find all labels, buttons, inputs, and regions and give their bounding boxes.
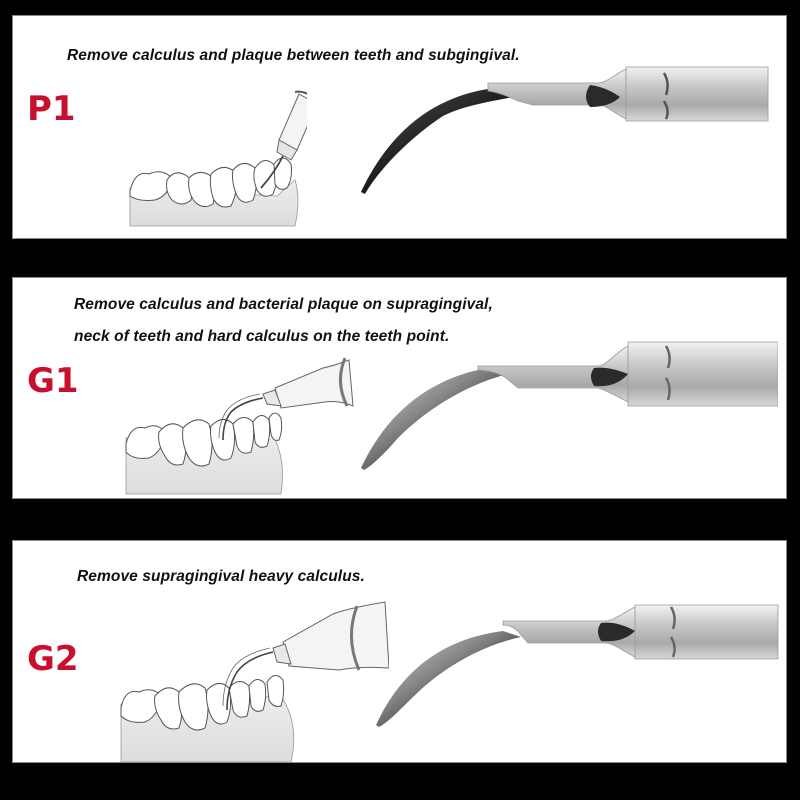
panel-g1: Remove calculus and bacterial plaque on … bbox=[12, 277, 787, 499]
tip-code-label: G1 bbox=[27, 361, 79, 401]
panel-p1: Remove calculus and plaque between teeth… bbox=[12, 15, 787, 239]
teeth-scaler-illustration bbox=[125, 357, 354, 495]
tip-code-label: P1 bbox=[27, 89, 76, 129]
scaler-tip-photo bbox=[361, 66, 769, 194]
panel-description: Remove supragingival heavy calculus. bbox=[77, 568, 365, 585]
scaler-tip-photo bbox=[376, 604, 779, 727]
panel-g2: Remove supragingival heavy calculus. G2 bbox=[12, 540, 787, 763]
teeth-scaler-illustration bbox=[129, 90, 307, 227]
panel-description-line-1: Remove calculus and bacterial plaque on … bbox=[74, 296, 493, 313]
scaler-tip-photo bbox=[361, 341, 778, 470]
teeth-scaler-illustration bbox=[120, 601, 389, 762]
panel-description: Remove calculus and plaque between teeth… bbox=[67, 47, 520, 64]
panel-description-line-2: neck of teeth and hard calculus on the t… bbox=[74, 328, 450, 345]
tip-code-label: G2 bbox=[27, 639, 79, 679]
